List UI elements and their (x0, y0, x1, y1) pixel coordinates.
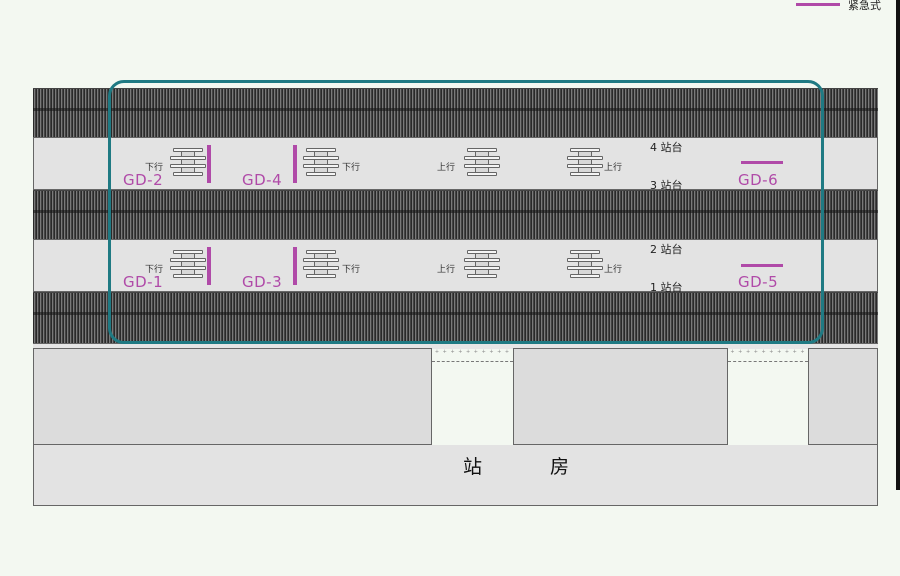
gd-1-marker (207, 247, 211, 285)
legend-label: 紧急式 (848, 0, 881, 12)
gate-icon (567, 148, 603, 182)
legend-swatch (796, 3, 840, 6)
station-house (33, 445, 878, 506)
gate-icon (567, 250, 603, 284)
gate-icon (303, 250, 339, 284)
direction-label-down: 下行 (342, 265, 361, 275)
gd-2-marker (207, 145, 211, 183)
direction-label-up: 上行 (604, 265, 623, 275)
station-house-char-1: 站 (463, 456, 483, 478)
highlight-region (108, 80, 824, 344)
platform-1-label: 1 站台 (650, 281, 683, 294)
gd-1-label: GD-1 (123, 273, 164, 291)
gate-icon (303, 148, 339, 182)
gd-3-label: GD-3 (242, 273, 283, 291)
track-bottom (33, 292, 878, 345)
passage-left: + + + + + + + + + + (432, 348, 513, 362)
gate-icon (170, 148, 206, 182)
gd-6-marker (741, 161, 783, 164)
passage-right: + + + + + + + + + + (728, 348, 808, 362)
platform-lower (33, 239, 878, 292)
gd-4-marker (293, 145, 297, 183)
direction-label-down: 下行 (342, 163, 361, 173)
track-middle (33, 190, 878, 241)
gd-6-label: GD-6 (738, 171, 779, 189)
direction-label-up: 上行 (604, 163, 623, 173)
gate-icon (170, 250, 206, 284)
direction-label-down: 下行 (145, 163, 164, 173)
window-edge (896, 0, 900, 490)
building-right (808, 348, 878, 445)
building-left (33, 348, 432, 445)
gd-5-marker (741, 264, 783, 267)
gate-icon (464, 148, 500, 182)
station-house-char-2: 房 (550, 456, 570, 478)
platform-upper (33, 137, 878, 190)
gd-3-marker (293, 247, 297, 285)
gd-5-label: GD-5 (738, 273, 779, 291)
gd-2-label: GD-2 (123, 171, 164, 189)
track-top (33, 88, 878, 139)
direction-label-down: 下行 (145, 265, 164, 275)
gd-4-label: GD-4 (242, 171, 283, 189)
building-center (513, 348, 728, 445)
direction-label-up: 上行 (437, 265, 456, 275)
gate-icon (464, 250, 500, 284)
platform-4-label: 4 站台 (650, 141, 683, 154)
platform-3-label: 3 站台 (650, 179, 683, 192)
direction-label-up: 上行 (437, 163, 456, 173)
platform-2-label: 2 站台 (650, 243, 683, 256)
